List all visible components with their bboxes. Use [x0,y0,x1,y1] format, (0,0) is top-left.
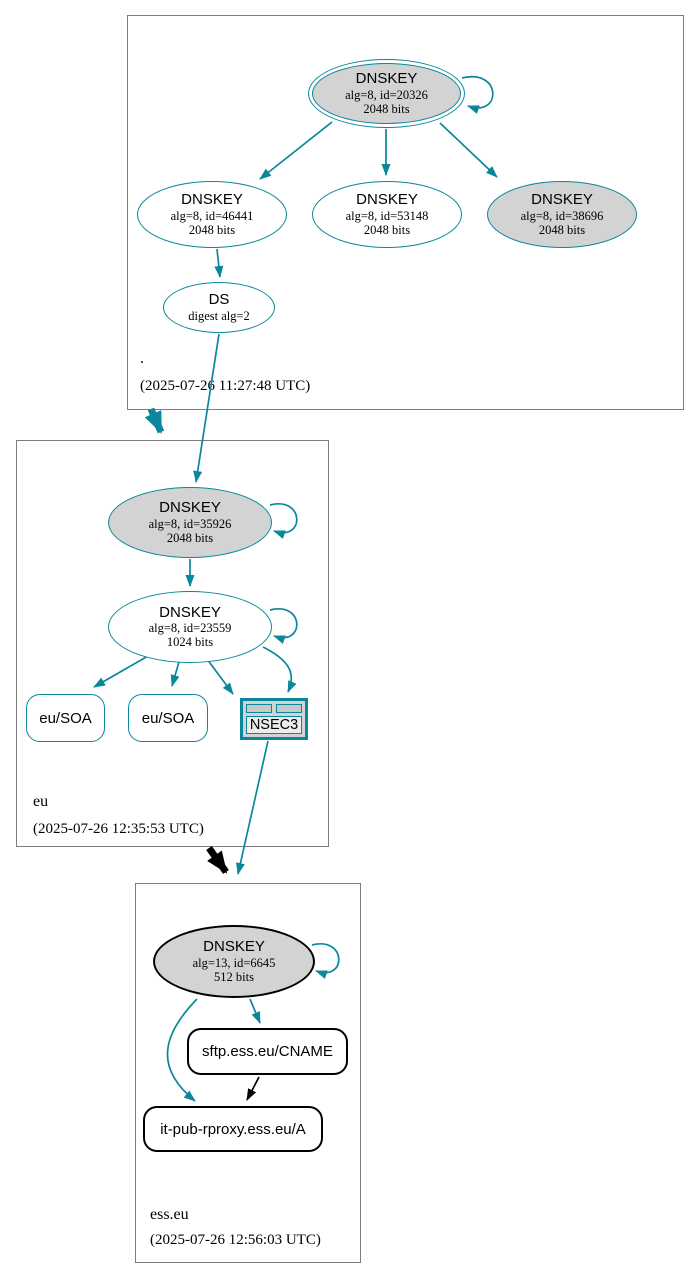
node-title: DNSKEY [159,499,221,517]
node-alg-id: alg=13, id=6645 [192,955,276,970]
edge-ess-ksk-selfloop [311,942,340,979]
zone-timestamp-root: (2025-07-26 11:27:48 UTC) [140,378,311,394]
nsec3-header-cells [246,704,302,713]
dnskey-23559[interactable]: DNSKEY alg=8, id=23559 1024 bits [108,591,272,663]
node-alg-id: alg=8, id=46441 [170,208,254,223]
zone-box-root [127,15,684,410]
dnskey-53148[interactable]: DNSKEY alg=8, id=53148 2048 bits [312,181,462,248]
node-title: DNSKEY [355,70,418,88]
node-bits: 2048 bits [538,222,586,237]
zone-name-eu: eu [33,793,49,810]
node-alg-id: alg=8, id=35926 [148,516,232,531]
nsec3-cell-right [276,704,302,713]
soa-node-1[interactable]: eu/SOA [26,694,105,742]
a-record-node[interactable]: it-pub-rproxy.ess.eu/A [143,1106,323,1152]
node-bits: 2048 bits [363,101,410,116]
edge-eu-zsk-to-nsec3-b [262,646,297,693]
node-alg-id: alg=8, id=23559 [148,621,232,636]
edge-root-ksk-to-38696 [439,122,498,178]
node-alg-id: alg=8, id=20326 [345,87,428,102]
node-bits: 2048 bits [363,222,411,237]
node-title: DNSKEY [356,191,418,209]
nsec3-label: NSEC3 [246,716,302,734]
edge-eu-zsk-to-soa2 [170,661,180,687]
node-bits: 512 bits [214,969,254,984]
dnskey-ksk-root[interactable]: DNSKEY alg=8, id=20326 2048 bits [308,59,465,128]
edge-eu-zsk-selfloop [269,607,298,644]
edge-cname-to-a [246,1076,260,1101]
node-title: DNSKEY [181,191,243,209]
soa-node-2[interactable]: eu/SOA [128,694,208,742]
node-alg-id: alg=8, id=38696 [520,208,604,223]
dnskey-35926[interactable]: DNSKEY alg=8, id=35926 2048 bits [108,487,272,558]
cname-node[interactable]: sftp.ess.eu/CNAME [187,1028,348,1075]
dnskey-38696[interactable]: DNSKEY alg=8, id=38696 2048 bits [487,181,637,248]
edge-46441-to-ds [214,248,224,278]
node-bits: 1024 bits [166,635,214,650]
node-bits: 2048 bits [188,222,236,237]
nsec3-cell-left [246,704,272,713]
edge-root-ksk-to-46441 [259,121,333,180]
edge-root-ksk-selfloop [461,75,494,114]
ds-node[interactable]: DS digest alg=2 [163,282,275,333]
edge-eu-ksk-selfloop [269,502,298,539]
nsec3-node[interactable]: NSEC3 [240,698,308,740]
zone-name-ess-eu: ess.eu [150,1206,189,1223]
edge-ds-to-eu-ksk [193,333,220,483]
node-title: DNSKEY [159,603,221,621]
node-title: DNSKEY [531,191,593,209]
dnskey-46441[interactable]: DNSKEY alg=8, id=46441 2048 bits [137,181,287,248]
edge-nsec3-to-ess [236,740,269,875]
edge-eu-zsk-to-soa1 [93,655,149,688]
edge-ess-ksk-to-a [166,998,198,1102]
node-bits: 2048 bits [166,530,214,545]
node-title: DS [208,291,230,309]
zone-timestamp-ess-eu: (2025-07-26 12:56:03 UTC) [150,1232,321,1248]
dnskey-ksk-root-inner: DNSKEY alg=8, id=20326 2048 bits [312,63,461,124]
edge-zone-root-to-eu [144,407,165,434]
zone-name-root: . [140,350,144,367]
edge-ess-ksk-to-cname [249,998,261,1024]
zone-timestamp-eu: (2025-07-26 12:35:53 UTC) [33,821,204,837]
node-alg-id: alg=8, id=53148 [345,208,429,223]
node-title: DNSKEY [203,938,265,956]
zone-box-ess-eu [135,883,361,1263]
edge-eu-zsk-to-nsec3-a [206,658,234,695]
dnskey-6645[interactable]: DNSKEY alg=13, id=6645 512 bits [153,925,315,998]
node-digest: digest alg=2 [188,308,250,323]
edge-zone-eu-to-ess [206,845,229,875]
zone-box-eu [16,440,329,847]
